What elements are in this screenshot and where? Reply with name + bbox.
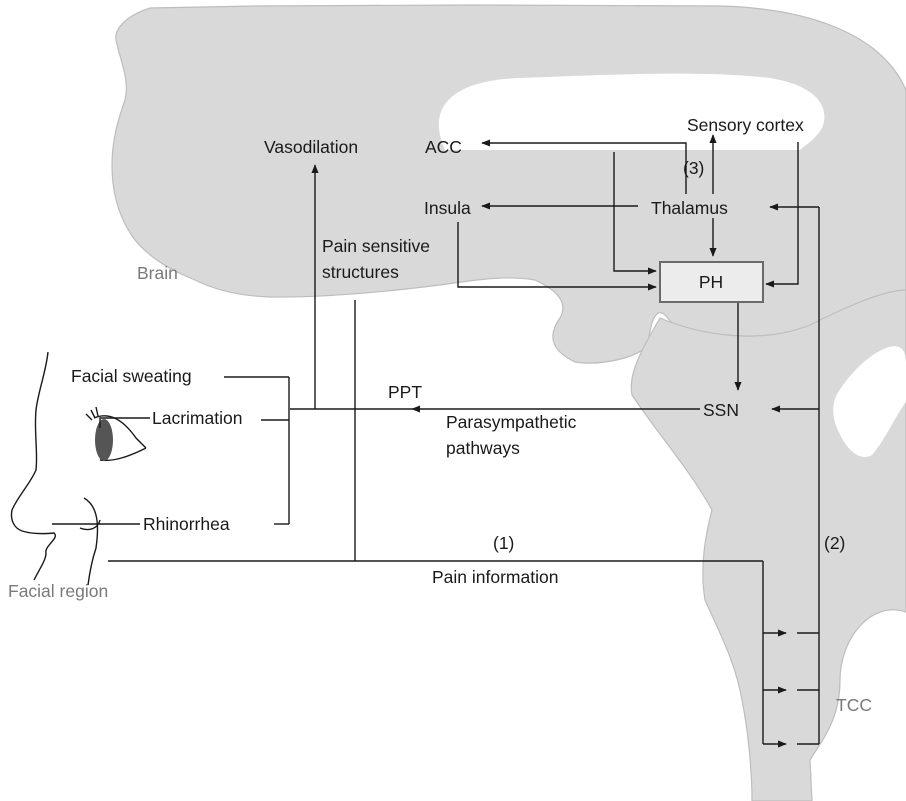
- brain-silhouette: [111, 4, 906, 801]
- tcc-label: TCC: [836, 695, 872, 715]
- acc-to-ph: [613, 152, 657, 275]
- eye-upper-lid: [93, 415, 147, 449]
- brain-label: Brain: [137, 263, 178, 283]
- face-profile-line: [10, 351, 56, 581]
- cerebellum-gap-shape: [833, 346, 906, 458]
- sensory-cortex-to-ph: [765, 142, 799, 288]
- pain-sensitive-label-line2: structures: [322, 262, 399, 282]
- step-1-label: (1): [493, 533, 514, 553]
- insula-label: Insula: [424, 198, 471, 218]
- face-profile: [10, 351, 147, 586]
- ppt-label: PPT: [388, 382, 422, 402]
- pain-sensitive-label-line1: Pain sensitive: [322, 236, 430, 256]
- thalamus-label: Thalamus: [651, 198, 728, 218]
- rhinorrhea-label: Rhinorrhea: [143, 514, 230, 534]
- pathway-lines: [52, 134, 820, 748]
- parasympathetic-label-line2: pathways: [446, 438, 520, 458]
- acc-label: ACC: [425, 137, 462, 157]
- eye-lashes: [85, 406, 99, 421]
- thalamus-to-acc: [481, 139, 687, 194]
- ph-box: [659, 261, 764, 303]
- step-3-label: (3): [683, 158, 704, 178]
- step-2-label: (2): [824, 533, 845, 553]
- diagram-labels: Brain Facial region TCC Vasodilation ACC…: [8, 115, 872, 715]
- facial-region-label: Facial region: [8, 581, 108, 601]
- white-sulcus-shape: [438, 73, 825, 150]
- lacrimation-label: Lacrimation: [152, 408, 242, 428]
- ph-label: PH: [699, 272, 723, 292]
- lacrimation-pointer: [99, 417, 150, 428]
- ssn-label: SSN: [703, 400, 739, 420]
- eye-iris-icon: [95, 419, 113, 461]
- nostril-line: [79, 497, 101, 586]
- facial-sweating-label: Facial sweating: [71, 366, 192, 386]
- pain-information-label: Pain information: [432, 567, 558, 587]
- vasodilation-label: Vasodilation: [264, 137, 358, 157]
- insula-to-ph: [457, 222, 657, 291]
- parasympathetic-label-line1: Parasympathetic: [446, 412, 577, 432]
- sensory-cortex-label: Sensory cortex: [687, 115, 804, 135]
